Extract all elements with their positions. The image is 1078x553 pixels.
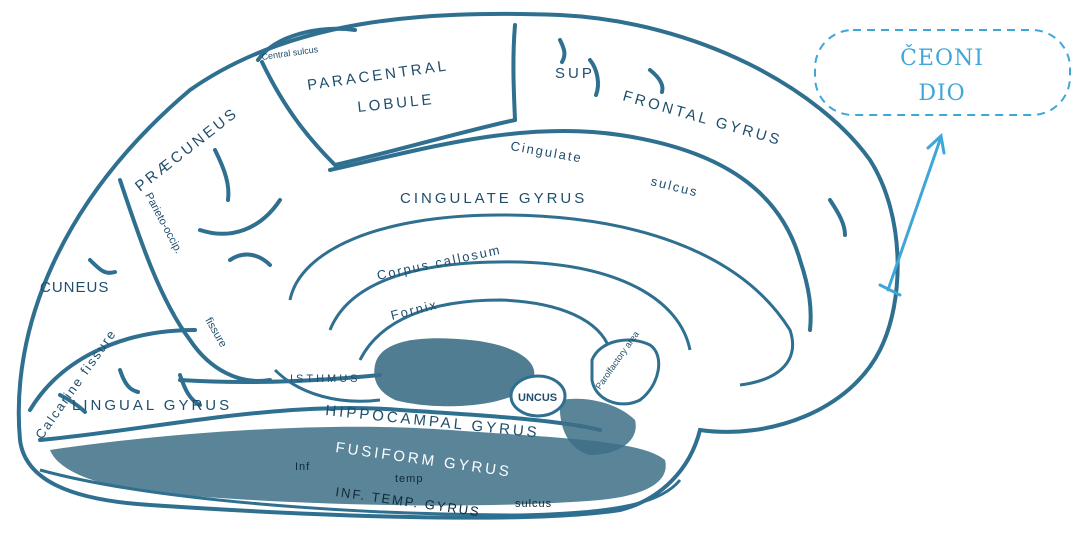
- label-cuneus: CUNEUS: [40, 279, 109, 296]
- label-lingual: LINGUAL GYRUS: [72, 397, 232, 414]
- label-inf-temp-sulcus-1: Inf: [295, 461, 310, 473]
- label-isthmus: ISTHMUS: [290, 373, 361, 385]
- label-cingulate-gyrus: CINGULATE GYRUS: [400, 190, 587, 207]
- callout-line-1: ČEONI: [900, 44, 984, 71]
- label-inf-temp-sulcus-3: sulcus: [515, 498, 552, 510]
- label-sup: SUP: [555, 65, 595, 82]
- label-uncus: UNCUS: [518, 392, 557, 404]
- callout-line-2: DIO: [918, 81, 965, 106]
- label-inf-temp-sulcus-2: temp: [395, 473, 423, 485]
